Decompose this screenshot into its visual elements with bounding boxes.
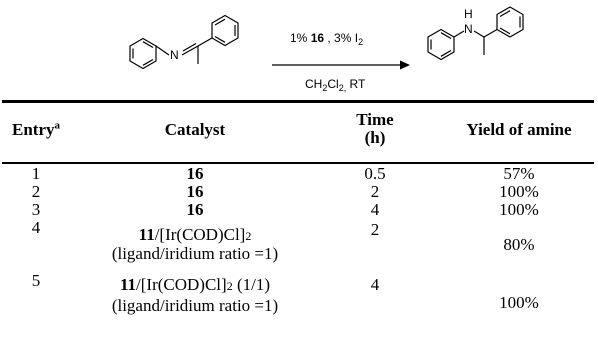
table-top-rule <box>2 100 594 103</box>
entry-cell: 3 <box>31 200 41 219</box>
reaction-arrow-head <box>400 60 410 70</box>
amine-nitrogen-label: N <box>464 22 473 36</box>
yield-cell: 100% <box>499 182 539 201</box>
yield-cell: 80% <box>503 235 535 254</box>
time-cell: 2 <box>370 220 380 239</box>
amine-bond-ring-n <box>453 30 465 38</box>
header-time: Time(h) <box>356 110 394 147</box>
header-entry: Entrya <box>12 119 60 139</box>
entry-cell: 1 <box>31 164 41 183</box>
amine-phenyl-ring-right <box>496 6 524 38</box>
entry-cell: 5 <box>31 271 41 290</box>
imine-bond-n-c <box>181 45 199 56</box>
entry-cell: 2 <box>31 182 41 201</box>
imine-nitrogen-label: N <box>170 48 179 62</box>
header-yield: Yield of amine <box>466 120 572 139</box>
time-cell: 4 <box>370 200 380 219</box>
catalyst-note: (ligand/iridium ratio =1) <box>111 296 279 315</box>
imine-bond-ring-n <box>155 45 170 56</box>
imine-double-bond <box>182 42 197 52</box>
condition-above-arrow: 1% 16 , 3% I2 <box>290 31 363 47</box>
catalyst-cell: 11/[Ir(COD)Cl]2 (1/1) <box>119 275 270 294</box>
catalyst-cell: 16 <box>186 164 204 183</box>
amine-bond-n-c <box>473 30 485 38</box>
reaction-scheme: N H N 1% 16 , 3% I2 CH2Cl2, RT <box>129 6 524 93</box>
catalyst-cell: 16 <box>186 182 204 201</box>
yield-cell: 57% <box>503 164 535 183</box>
condition-below-arrow: CH2Cl2, RT <box>305 77 366 93</box>
catalyst-cell: 11/[Ir(COD)Cl]2 <box>138 225 252 244</box>
yield-cell: 100% <box>499 200 539 219</box>
amine-bond-c-ring <box>483 28 498 38</box>
time-cell: 2 <box>370 182 380 201</box>
yield-cell: 100% <box>499 293 539 312</box>
imine-phenyl-ring-left <box>129 37 157 70</box>
header-catalyst: Catalyst <box>164 120 226 139</box>
imine-phenyl-ring-right <box>211 14 239 47</box>
entry-cell: 4 <box>31 218 41 237</box>
amine-hydrogen-label: H <box>464 7 473 21</box>
catalyst-note: (ligand/iridium ratio =1) <box>111 244 279 263</box>
amine-phenyl-ring-left <box>427 28 455 61</box>
table-header-rule <box>2 162 594 164</box>
imine-bond-c-ring <box>197 37 213 47</box>
catalyst-cell: 16 <box>186 200 204 219</box>
time-cell: 0.5 <box>364 164 386 183</box>
time-cell: 4 <box>370 275 380 294</box>
